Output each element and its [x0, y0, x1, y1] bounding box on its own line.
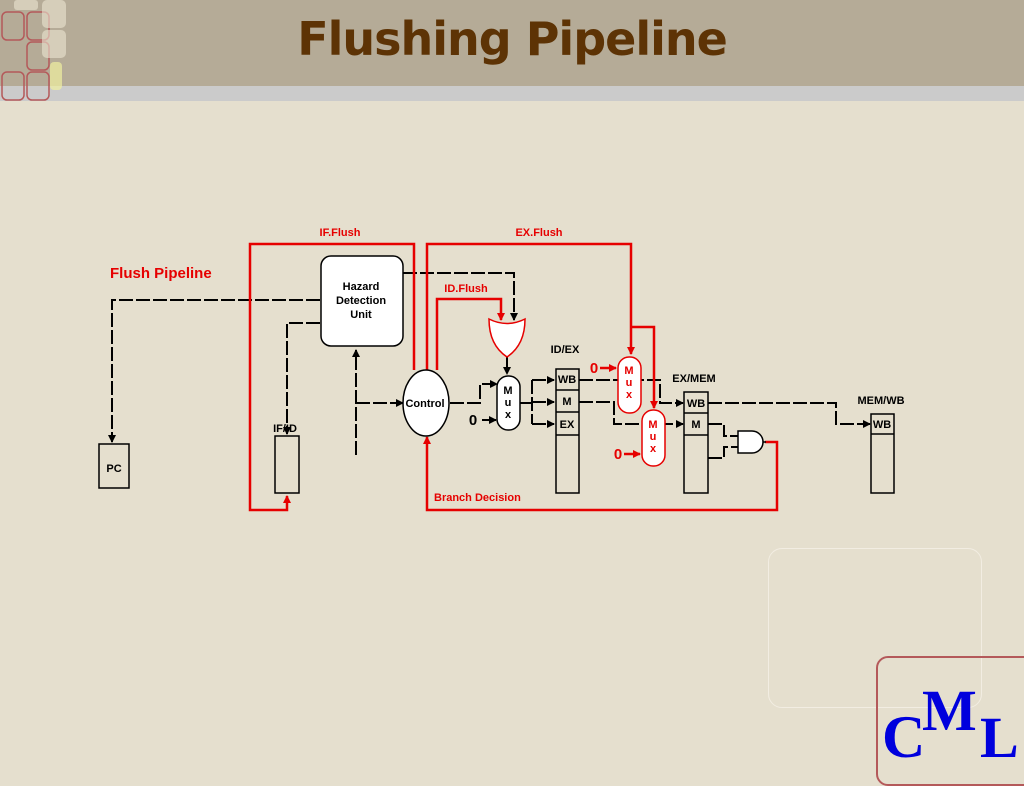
- slide-title: Flushing Pipeline: [297, 12, 728, 66]
- control-label: Control: [405, 398, 444, 410]
- ex-flush-label: EX.Flush: [515, 227, 562, 239]
- control-mux: [496, 375, 521, 431]
- logo-letter-l: L: [980, 705, 1019, 768]
- ex-flush-mux-2: [641, 409, 666, 467]
- idex-label: ID/EX: [551, 344, 580, 356]
- pc-label: PC: [106, 463, 121, 475]
- flush-to-pc-wire: [108, 299, 320, 443]
- and-gate: [737, 430, 764, 454]
- or-gate: [488, 317, 526, 358]
- if-flush-label: IF.Flush: [320, 227, 361, 239]
- exmem-register: [683, 391, 709, 494]
- mux-letter: x: [650, 443, 657, 455]
- header-strip: [0, 86, 1024, 101]
- exmem-m: M: [691, 419, 700, 431]
- mux-letter: u: [626, 377, 633, 389]
- zero-input-1: 0: [469, 412, 477, 429]
- flush-pipeline-label: Flush Pipeline: [110, 265, 212, 282]
- branch-decision-wire: [423, 436, 779, 512]
- branch-decision-label: Branch Decision: [434, 492, 521, 504]
- hazard-detection-unit: [320, 255, 404, 347]
- hazard-line-2: Detection: [336, 295, 386, 307]
- hazard-to-mux-wire: [403, 272, 518, 321]
- mux-letter: u: [505, 397, 512, 409]
- header-band: [0, 0, 1024, 86]
- memwb-label: MEM/WB: [857, 395, 904, 407]
- idex-m: M: [562, 396, 571, 408]
- mux-letter: u: [650, 431, 657, 443]
- mux-letter: M: [503, 385, 512, 397]
- id-flush-label: ID.Flush: [444, 283, 488, 295]
- memwb-register: [870, 413, 895, 494]
- cml-logo: C M L: [882, 678, 1019, 768]
- idex-wb: WB: [558, 374, 576, 386]
- mux-letter: x: [626, 389, 633, 401]
- ifid-label: IF/ID: [273, 423, 297, 435]
- idex-ex: EX: [560, 419, 575, 431]
- exmem-label: EX/MEM: [672, 373, 715, 385]
- hazard-to-ifid-wire: [283, 322, 320, 435]
- ifid-register: [274, 435, 300, 494]
- idex-register: [555, 368, 580, 494]
- exmem-wb: WB: [687, 398, 705, 410]
- control-to-mux-wire: [450, 380, 498, 404]
- control-unit: [402, 369, 450, 437]
- mux-letter: x: [505, 409, 512, 421]
- logo-letter-c: C: [882, 704, 925, 768]
- mux-letter: M: [624, 365, 633, 377]
- hazard-line-1: Hazard: [343, 281, 380, 293]
- zero-input-3: 0: [614, 446, 622, 463]
- if-flush-wire: [248, 242, 416, 512]
- id-flush-wire: [435, 297, 505, 370]
- ghost-frame: [768, 548, 982, 708]
- pc-register: [98, 443, 130, 489]
- corner-squares-decoration: [1, 0, 66, 101]
- mux-letter: M: [648, 419, 657, 431]
- zero-input-2: 0: [590, 360, 598, 377]
- memwb-wb: WB: [873, 419, 891, 431]
- ex-flush-wire: [425, 242, 635, 370]
- ex-flush-mux-1: [617, 356, 642, 414]
- logo-letter-m: M: [922, 678, 977, 743]
- mux1-to-mux2-wire: [631, 325, 658, 409]
- hazard-line-3: Unit: [350, 309, 372, 321]
- pipeline-diagram: PC IF/ID Hazard Detection Unit Control M…: [98, 227, 1019, 768]
